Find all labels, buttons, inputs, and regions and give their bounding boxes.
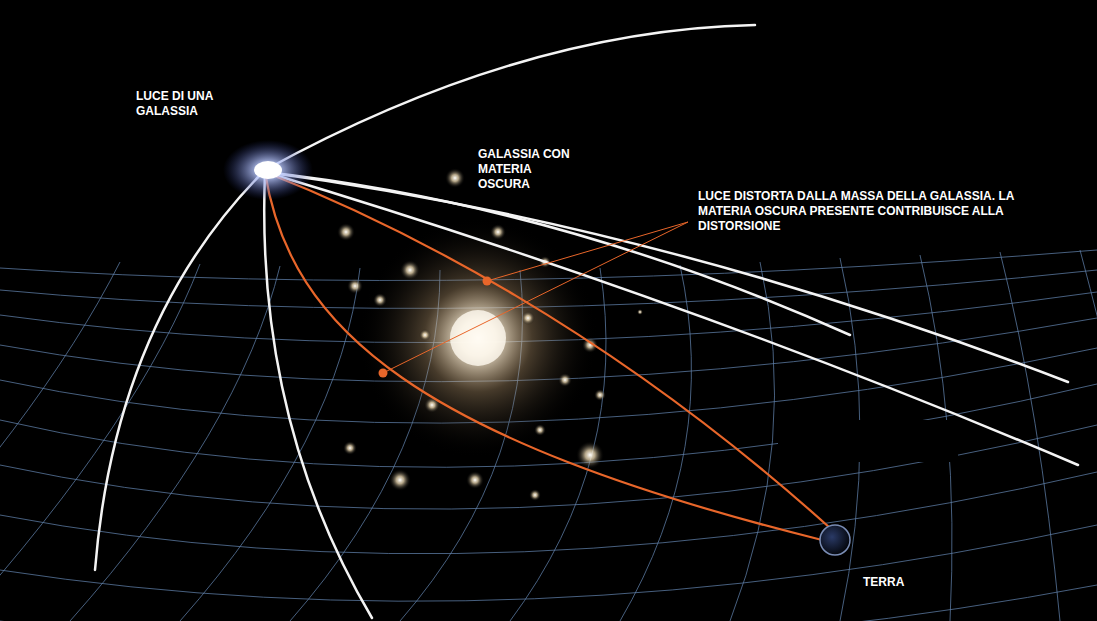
- lens-label: GALASSIA CON MATERIA OSCURA: [475, 146, 576, 193]
- earth-label: TERRA: [860, 574, 942, 591]
- distortion-note: LUCE DISTORTA DALLA MASSA DELLA GALASSIA…: [695, 188, 1031, 235]
- source-label: LUCE DI UNA GALASSIA: [133, 88, 264, 120]
